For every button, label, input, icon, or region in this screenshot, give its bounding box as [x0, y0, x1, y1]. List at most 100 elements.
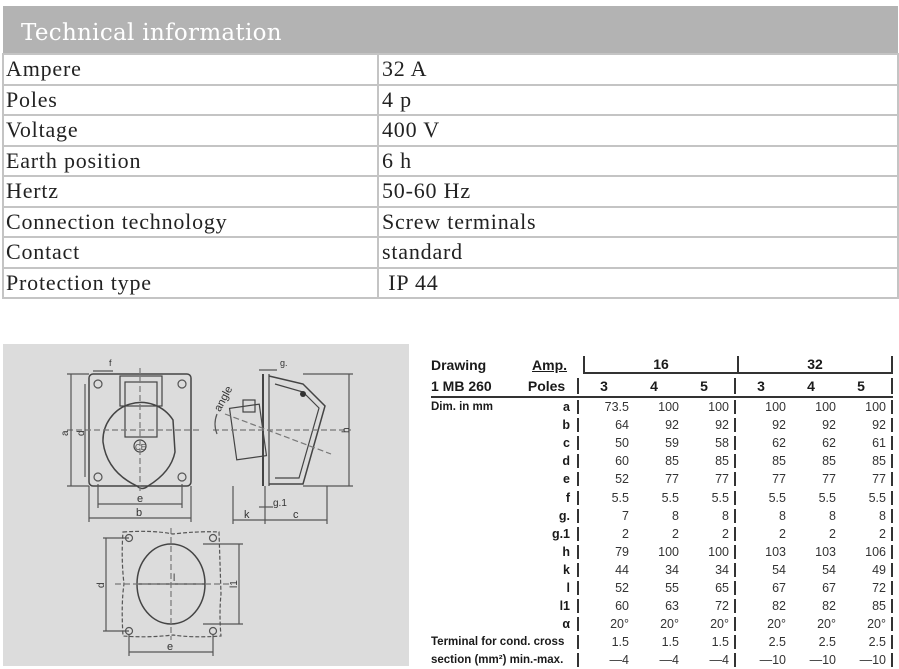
unit-label: Dim. in mm	[431, 401, 493, 414]
socket-dimension-drawing-icon: CE a d f e b angle h	[60, 358, 353, 656]
cell: 5.5	[661, 490, 679, 505]
spec-label: Hertz	[2, 175, 379, 208]
svg-text:e: e	[137, 493, 143, 505]
dimension-key: f	[565, 490, 570, 505]
cell: 2	[722, 526, 729, 541]
value-group: 1.5 1.5 1.5	[577, 635, 734, 650]
spec-value: IP 44	[377, 266, 899, 299]
cell: 103	[765, 544, 786, 559]
cell: 54	[822, 562, 836, 577]
cell: 85	[665, 454, 679, 469]
dimension-key: l1	[559, 599, 570, 614]
technical-info-table: Technical information Ampere 32 A Poles …	[2, 6, 899, 299]
cell: 85	[822, 454, 836, 469]
dimension-key: d	[562, 454, 570, 469]
value-group: 60 85 85	[577, 454, 734, 469]
cell: 34	[715, 562, 729, 577]
cell: 61	[872, 436, 886, 451]
cell: 2	[779, 526, 786, 541]
dimension-key: h	[562, 544, 570, 559]
spec-label: Poles	[2, 83, 379, 116]
table-row: Ampere 32 A	[2, 53, 899, 86]
cell: 92	[665, 418, 679, 433]
cell: 100	[815, 400, 836, 415]
spec-value: 6 h	[377, 144, 899, 177]
table-row: Connection technology Screw terminals	[2, 205, 899, 238]
poles-value: 3	[600, 377, 608, 394]
cell: 20°	[610, 617, 629, 632]
cell: 72	[872, 580, 886, 595]
cell: 92	[822, 418, 836, 433]
dimension-key: b	[562, 418, 570, 433]
amp-group-32: 32	[737, 355, 893, 374]
svg-text:k: k	[244, 509, 250, 521]
cell: 60	[615, 454, 629, 469]
spec-label: Voltage	[2, 114, 379, 147]
cell: 8	[879, 508, 886, 523]
drawing-label: Drawing	[431, 356, 487, 373]
dimension-key: a	[563, 400, 570, 415]
spec-label: Contact	[2, 236, 379, 269]
table-row: Hertz 50-60 Hz	[2, 175, 899, 208]
svg-text:d: d	[96, 582, 107, 588]
spec-label: Earth position	[2, 144, 379, 177]
cell: 20°	[660, 617, 679, 632]
cell: 5.5	[868, 490, 886, 505]
cell: 1.5	[661, 635, 679, 650]
cell: —10	[759, 653, 786, 668]
cell: 85	[715, 454, 729, 469]
poles-group: 3 4 5	[577, 377, 734, 394]
value-group: —10 —10 —10	[734, 653, 893, 668]
value-group: —4 —4 —4	[577, 653, 734, 668]
amp-group-16: 16	[583, 355, 737, 374]
svg-text:b: b	[136, 507, 142, 519]
svg-text:d: d	[76, 430, 87, 436]
cell: 67	[822, 580, 836, 595]
cell: 2	[622, 526, 629, 541]
cell: 103	[815, 544, 836, 559]
cell: —4	[609, 653, 629, 668]
cell: 20°	[767, 617, 786, 632]
poles-group: 3 4 5	[734, 377, 893, 394]
cell: 55	[665, 580, 679, 595]
spec-label: Connection technology	[2, 205, 379, 238]
cell: 8	[722, 508, 729, 523]
cell: 77	[822, 472, 836, 487]
svg-text:angle: angle	[212, 384, 235, 413]
cell: 8	[829, 508, 836, 523]
poles-value: 4	[807, 377, 815, 394]
value-group: 2 2 2	[577, 526, 734, 541]
cell: 2	[672, 526, 679, 541]
spec-value: 50-60 Hz	[377, 175, 899, 208]
dimension-key: l	[566, 580, 570, 595]
poles-label: Poles	[527, 377, 566, 394]
dimension-key: g.	[558, 508, 570, 523]
cell: 44	[615, 562, 629, 577]
cell: 85	[872, 599, 886, 614]
svg-text:g.: g.	[280, 358, 288, 368]
cell: 100	[658, 544, 679, 559]
dimension-key: g.1	[551, 526, 570, 541]
cell: 62	[772, 436, 786, 451]
table-row: Protection type IP 44	[2, 266, 899, 299]
cell: 85	[772, 454, 786, 469]
cell: 100	[708, 544, 729, 559]
cell: 82	[822, 599, 836, 614]
cell: 20°	[867, 617, 886, 632]
dimension-key: c	[563, 436, 570, 451]
